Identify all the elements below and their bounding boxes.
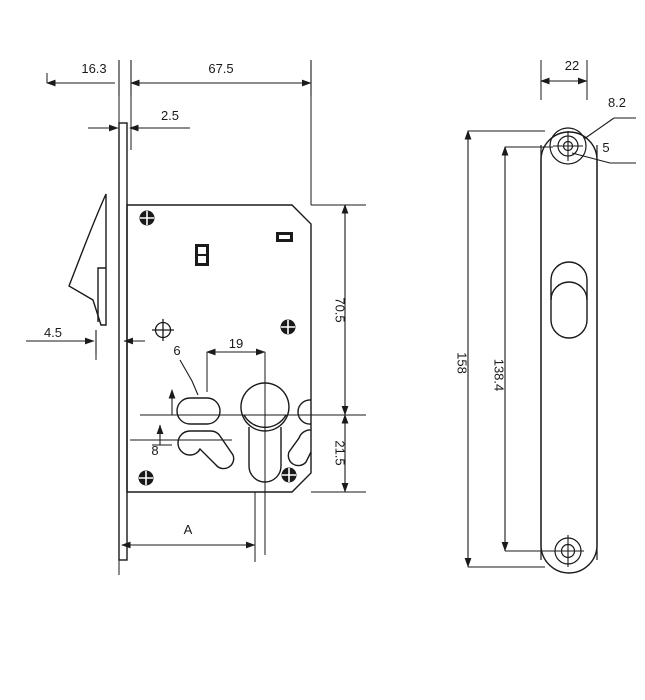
dimension-4-5 xyxy=(26,330,145,354)
dimension-138-4 xyxy=(501,146,553,552)
dimension-label-8-2: 8.2 xyxy=(608,95,626,110)
slot-double-square xyxy=(195,244,209,266)
fixing-hole-bottom xyxy=(552,535,584,567)
forend-outline xyxy=(540,131,598,574)
dimension-label-A: A xyxy=(184,522,193,537)
slot-horizontal xyxy=(276,232,293,242)
fixing-hole-top xyxy=(549,127,587,165)
dimension-label-22: 22 xyxy=(565,58,579,73)
oval-hole-left xyxy=(176,397,221,425)
latch-bolt xyxy=(68,193,107,326)
kidney-slot-right xyxy=(287,429,312,467)
screw-hole-mid-right xyxy=(280,319,296,335)
dimension-label-70-5: 70.5 xyxy=(333,297,348,322)
dimension-16-3 xyxy=(46,60,120,96)
lock-case-body-outline xyxy=(126,204,312,493)
dimension-label-6: 6 xyxy=(173,343,180,358)
kidney-slot-left xyxy=(177,430,235,470)
leader-6 xyxy=(179,359,199,396)
dimension-8-vertical xyxy=(152,424,172,446)
front-view-witness-lines xyxy=(46,66,366,570)
dimension-label-21-5: 21.5 xyxy=(333,440,348,465)
euro-profile-cylinder-cutout xyxy=(240,382,290,483)
dimension-67-5 xyxy=(130,60,312,96)
leader-8-2 xyxy=(583,117,636,140)
dimension-label-8: 8 xyxy=(151,443,158,458)
dimension-19 xyxy=(206,348,266,392)
dimension-label-16-3: 16.3 xyxy=(81,61,106,76)
latch-opening xyxy=(550,261,588,339)
dimension-label-67-5: 67.5 xyxy=(208,61,233,76)
oval-hole-right xyxy=(297,399,312,425)
dimension-22 xyxy=(540,60,588,100)
leader-5 xyxy=(571,152,636,164)
screw-hole-top-left xyxy=(139,210,155,226)
dimension-label-2-5: 2.5 xyxy=(161,108,179,123)
dimension-label-5: 5 xyxy=(602,140,609,155)
screw-hole-bottom-left xyxy=(138,470,154,486)
center-mark-left xyxy=(152,319,174,341)
cylinder-profile-neck xyxy=(243,414,287,429)
dimension-label-19: 19 xyxy=(229,336,243,351)
screw-hole-bottom-right xyxy=(281,467,297,483)
dimension-A xyxy=(118,492,256,575)
dimension-label-4-5: 4.5 xyxy=(44,325,62,340)
dimension-label-158: 158 xyxy=(455,352,470,374)
dimension-158 xyxy=(464,130,545,568)
dimension-label-138-4: 138.4 xyxy=(492,359,507,392)
cylinder-centerline-horizontal xyxy=(130,414,366,441)
